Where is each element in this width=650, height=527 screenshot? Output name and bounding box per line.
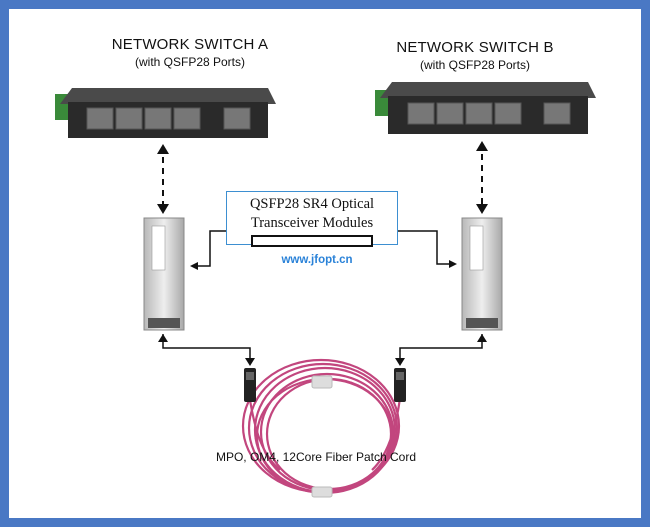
arrowhead-up [157, 144, 169, 154]
cord-label: MPO, OM4, 12Core Fiber Patch Cord [215, 450, 417, 464]
rj45-port [494, 102, 522, 125]
fiber-lead-b [371, 397, 402, 471]
switch-b-top [380, 82, 596, 98]
switch-b-title: NETWORK SWITCH B [396, 39, 554, 56]
arrowhead-down [476, 204, 488, 214]
arrowhead-up [477, 334, 487, 342]
switch-a-top [60, 88, 276, 104]
website-link[interactable]: www.jfopt.cn [281, 254, 353, 266]
rj45-port [144, 107, 172, 130]
mpo-connector-a [244, 368, 256, 402]
rj45-port [465, 102, 493, 125]
pointer-to-module-a [190, 230, 226, 270]
rj45-port [223, 107, 251, 130]
caption-underline-bar [251, 235, 373, 247]
module-b-connector [466, 318, 498, 328]
fiber-lead-a [248, 399, 281, 471]
mpo-connector-b-latch [396, 372, 404, 380]
rj45-port [407, 102, 435, 125]
network-switch-a [55, 88, 276, 138]
cord-clip [311, 375, 333, 389]
arrowhead-up [476, 141, 488, 151]
switch-a-subtitle: (with QSFP28 Ports) [134, 55, 246, 69]
qsfp28-module-b [461, 217, 503, 331]
arrowhead-down [395, 358, 405, 366]
mpo-connector-b [394, 368, 406, 402]
module-caption-line1: QSFP28 SR4 Optical [249, 196, 375, 212]
switch-a-title-block: NETWORK SWITCH A (with QSFP28 Ports) [60, 36, 320, 69]
mpo-connector-a-latch [246, 372, 254, 380]
rj45-port [436, 102, 464, 125]
network-switch-b [375, 82, 596, 134]
link-module-a-to-fiber [162, 334, 251, 362]
switch-a-title: NETWORK SWITCH A [111, 36, 269, 53]
arrowhead-up [158, 334, 168, 342]
rj45-port [115, 107, 143, 130]
pointer-to-module-b [398, 230, 457, 268]
arrowhead-down [245, 358, 255, 366]
module-a-label [151, 225, 166, 271]
switch-b-subtitle: (with QSFP28 Ports) [419, 58, 531, 72]
qsfp28-module-a [143, 217, 185, 331]
cord-clip [311, 486, 333, 498]
switch-b-title-block: NETWORK SWITCH B (with QSFP28 Ports) [350, 39, 600, 72]
switch-b-ports [407, 102, 571, 125]
rj45-port [173, 107, 201, 130]
module-b-label [469, 225, 484, 271]
link-module-b-to-fiber [399, 334, 483, 362]
switch-a-ports [86, 107, 251, 130]
rj45-port [543, 102, 571, 125]
arrowhead-down [157, 204, 169, 214]
rj45-port [86, 107, 114, 130]
module-caption-line2: Transceiver Modules [250, 215, 374, 231]
module-caption-box: QSFP28 SR4 Optical Transceiver Modules [226, 191, 398, 247]
module-a-connector [148, 318, 180, 328]
fiber-loop [255, 377, 395, 495]
